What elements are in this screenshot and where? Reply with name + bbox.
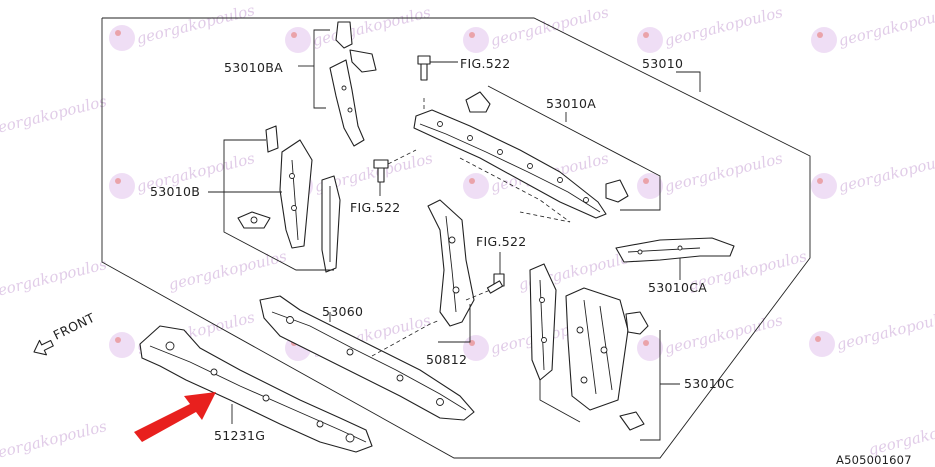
label-51231g: 51231G — [214, 428, 265, 443]
watermark-text: georgakopoulos — [663, 149, 785, 196]
label-fig522-mid: FIG.522 — [350, 200, 401, 215]
watermark-logo-icon — [811, 173, 837, 199]
part-53060 — [259, 295, 475, 421]
part-53010c — [529, 263, 680, 441]
watermark-logo-icon — [463, 173, 489, 199]
watermark-text: georgakopoulos — [167, 247, 289, 294]
label-53010ba: 53010BA — [224, 60, 283, 75]
watermark-logo-icon — [109, 173, 135, 199]
watermark-text: georgakopoulos — [0, 92, 109, 139]
watermark-text: georgakopoulos — [837, 3, 935, 50]
watermark-text: georgakopoulos — [489, 3, 611, 50]
part-53010a — [413, 85, 661, 223]
part-53010ca — [615, 237, 735, 280]
watermark-text: georgakopoulos — [0, 417, 109, 464]
watermark-logo-icon — [463, 335, 489, 361]
watermark-logo-icon — [109, 25, 135, 51]
watermark-logo-icon — [285, 27, 311, 53]
watermark-logo-icon — [637, 173, 663, 199]
part-50812 — [427, 199, 501, 343]
label-53010b: 53010B — [150, 184, 200, 199]
label-fig522-top: FIG.522 — [460, 56, 511, 71]
front-direction-icon — [33, 339, 54, 356]
pointer-arrow-icon — [134, 392, 216, 442]
watermark-logo-icon — [637, 27, 663, 53]
label-53010a: 53010A — [546, 96, 596, 111]
leader-53010 — [676, 71, 701, 92]
watermark-logo-icon — [809, 331, 835, 357]
label-front: FRONT — [51, 310, 97, 343]
label-53010ca: 53010CA — [648, 280, 707, 295]
watermark-text: georgakopoulos — [0, 255, 109, 302]
watermark-logo-icon — [109, 332, 135, 358]
watermark-text: georgakopoulos — [867, 412, 935, 459]
watermark-text: georgakopoulos — [837, 149, 935, 196]
label-50812: 50812 — [426, 352, 467, 367]
watermark-logo-icon — [463, 27, 489, 53]
label-fig522-right: FIG.522 — [476, 234, 527, 249]
label-53010c: 53010C — [684, 376, 734, 391]
watermark-text: georgakopoulos — [663, 3, 785, 50]
watermark-logo-icon — [637, 335, 663, 361]
watermark-text: georgakopoulos — [135, 1, 257, 48]
watermark-text: georgakopoulos — [835, 307, 935, 354]
part-51231g — [139, 325, 373, 453]
label-53010: 53010 — [642, 56, 683, 71]
watermark-logo-icon — [811, 27, 837, 53]
diagram-code: A505001607 — [836, 453, 912, 467]
bolt-fig522-right — [486, 252, 505, 294]
label-53060: 53060 — [322, 304, 363, 319]
part-53010ba — [298, 21, 377, 147]
assembly-boundary — [101, 17, 811, 459]
watermark-text: georgakopoulos — [663, 311, 785, 358]
watermark-text: georgakopoulos — [311, 3, 433, 50]
bolt-fig522-mid — [373, 149, 417, 196]
bolt-fig522-top — [417, 55, 458, 81]
part-53010b — [208, 125, 341, 273]
